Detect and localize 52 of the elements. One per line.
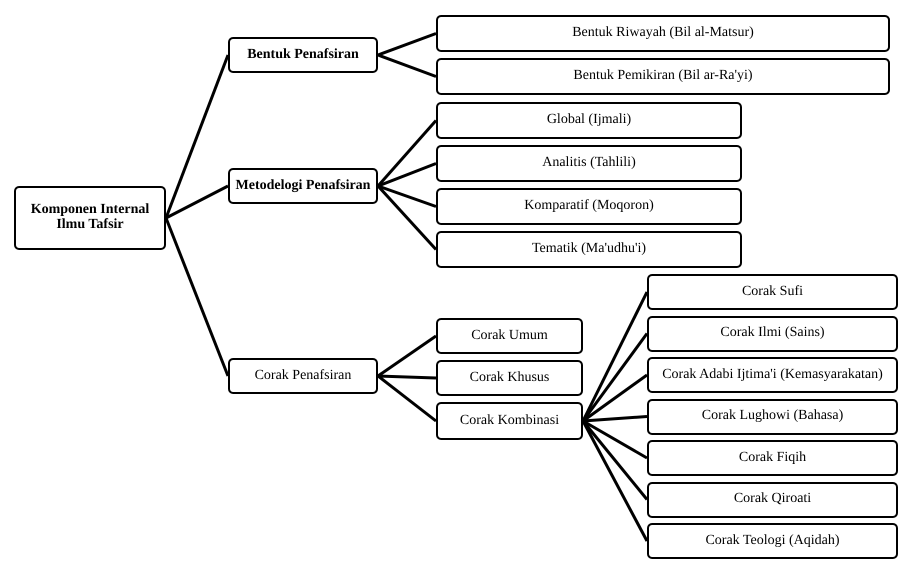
connector-line xyxy=(378,184,436,208)
category-box xyxy=(436,15,890,52)
box-label: Analitis (Tahlili) xyxy=(542,156,636,171)
connector-line xyxy=(377,32,437,56)
connector-line xyxy=(376,120,438,187)
box-label: Corak Ilmi (Sains) xyxy=(720,326,825,341)
category-box xyxy=(228,168,378,204)
category-box xyxy=(647,357,898,393)
connector-line xyxy=(376,184,438,251)
category-box xyxy=(647,398,898,434)
box-label: Bentuk Pemikiran (Bil ar-Ra'yi) xyxy=(573,69,753,84)
box-label: Global (Ijmali) xyxy=(546,113,632,128)
category-box xyxy=(647,440,898,476)
box-label: Tematik (Ma'udhu'i) xyxy=(532,242,646,257)
box-label: Corak Umum xyxy=(471,328,548,344)
category-box xyxy=(228,37,378,73)
category-box xyxy=(228,358,378,394)
box-label: Corak Khusus xyxy=(470,370,550,386)
connector-line xyxy=(377,334,437,378)
category-box xyxy=(436,188,742,225)
box-label: Bentuk Penafsiran xyxy=(247,48,359,62)
box-label: Bentuk Riwayah (Bil al-Matsur) xyxy=(572,26,754,41)
box-label: Komponen Internal Ilmu Tafsir xyxy=(30,203,150,233)
box-label: Komparatif (Moqoron) xyxy=(524,199,654,214)
box-label: Corak Lughowi (Bahasa) xyxy=(702,409,844,424)
category-box xyxy=(647,523,898,559)
connector-line xyxy=(378,374,436,380)
category-box xyxy=(436,231,742,268)
box-label: Corak Teologi (Aqidah) xyxy=(705,534,840,548)
connector-line xyxy=(377,374,437,422)
category-box xyxy=(647,316,898,352)
connector-line xyxy=(164,217,230,377)
box-label: Corak Sufi xyxy=(742,284,804,300)
box-label: Corak Qiroati xyxy=(734,492,812,507)
category-box xyxy=(436,58,890,95)
box-label: Corak Kombinasi xyxy=(460,414,560,428)
category-box xyxy=(436,318,583,354)
category-box xyxy=(647,482,898,518)
box-label: Metodelogi Penafsiran xyxy=(236,178,370,194)
box-label: Corak Adabi Ijtima'i (Kemasyarakatan) xyxy=(662,368,883,382)
category-box xyxy=(14,186,166,250)
category-box xyxy=(647,274,898,310)
connector-line xyxy=(582,415,648,422)
category-box xyxy=(436,102,742,139)
connector-line xyxy=(164,54,230,219)
category-box xyxy=(436,145,742,182)
box-label: Corak Fiqih xyxy=(738,450,806,466)
category-box xyxy=(436,402,583,440)
connector-line xyxy=(165,184,229,220)
box-label: Corak Penafsiran xyxy=(254,368,352,384)
category-box xyxy=(436,360,583,396)
connector-line xyxy=(377,54,437,78)
